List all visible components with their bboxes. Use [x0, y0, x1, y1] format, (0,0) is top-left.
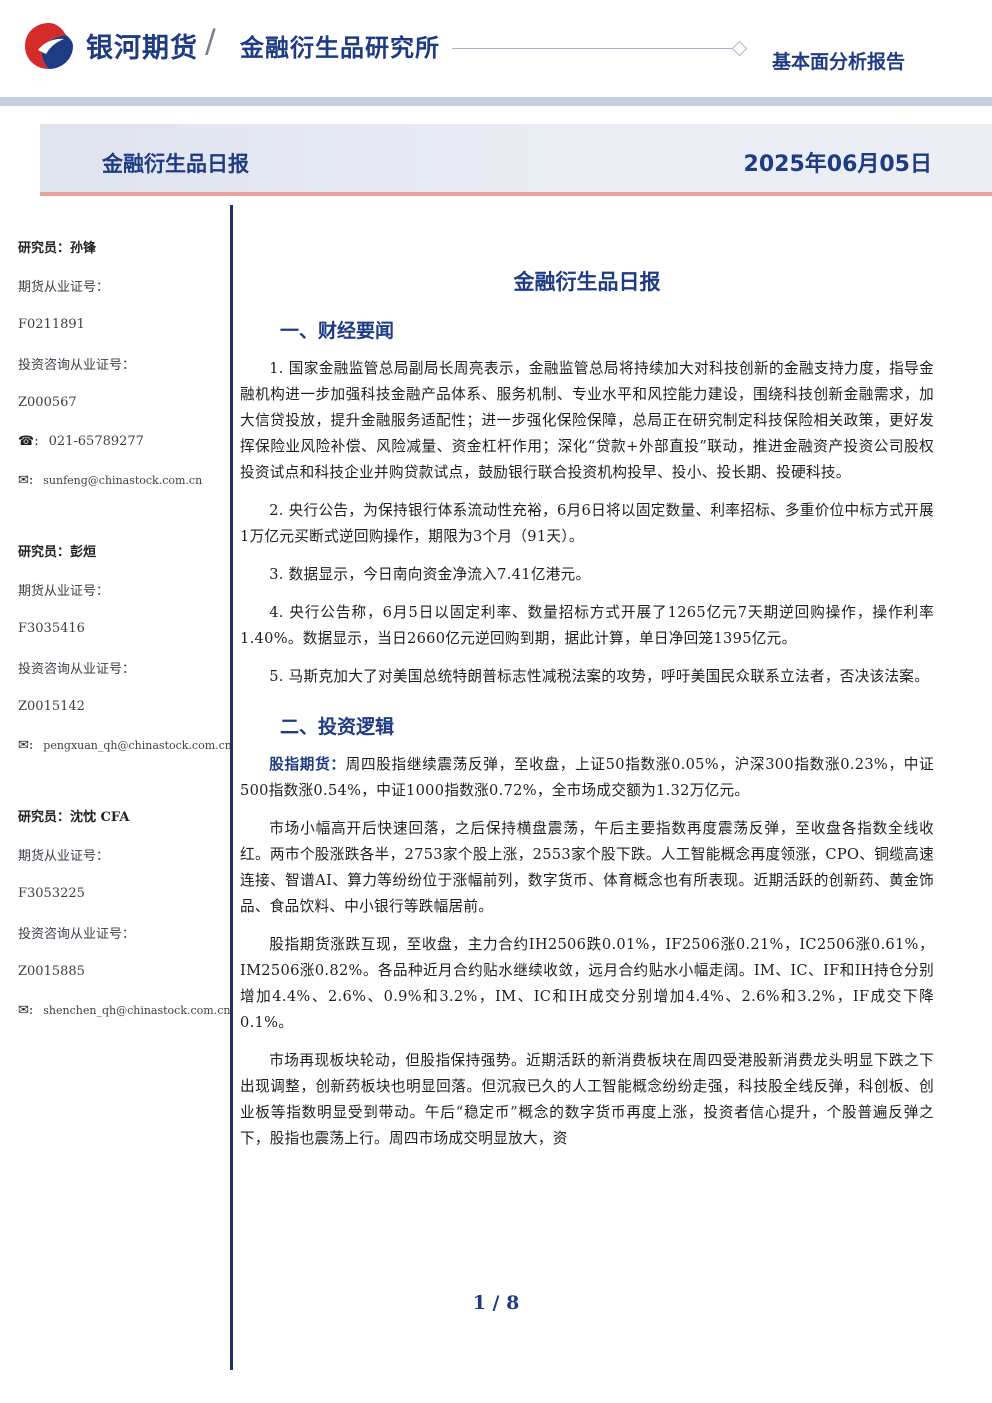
phone-number: 021-65789277: [48, 434, 144, 449]
email-link[interactable]: shenchen_qh@chinastock.com.cn: [43, 1004, 231, 1017]
email-row: ✉: shenchen_qh@chinastock.com.cn: [18, 991, 230, 1030]
consult-license-id: Z0015885: [18, 964, 85, 979]
sidebar-divider: [230, 205, 233, 1370]
futures-license-label: 期货从业证号：: [18, 280, 110, 295]
futures-license-id: F3053225: [18, 886, 85, 901]
page-number: 1 / 8: [472, 1292, 520, 1314]
logic-paragraph: 市场再现板块轮动，但股指保持强势。近期活跃的新消费板块在周四受港股新消费龙头明显…: [240, 1052, 934, 1147]
analyst-sidebar: 研究员：孙锋 期货从业证号： F0211891 投资咨询从业证号： Z00056…: [18, 227, 232, 1061]
email-row: ✉: pengxuan_qh@chinastock.com.cn: [18, 726, 232, 765]
section-heading-logic: 二、投资逻辑: [280, 716, 395, 738]
analyst-card: 研究员：彭烜 期货从业证号： F3035416 投资咨询从业证号： Z00151…: [18, 531, 232, 765]
galaxy-futures-logo-icon: [25, 23, 73, 69]
analyst-name: 研究员：孙锋: [18, 241, 97, 256]
logic-paragraph: 股指期货涨跌互现，至收盘，主力合约IH2506跌0.01%，IF2506涨0.2…: [240, 936, 934, 1031]
consult-license-label: 投资咨询从业证号：: [18, 927, 136, 942]
logic-paragraph: 市场小幅高开后快速回落，之后保持横盘震荡，午后主要指数再度震荡反弹，至收盘各指数…: [240, 820, 934, 915]
report-date: 2025年06月05日: [743, 152, 932, 177]
futures-license-label: 期货从业证号：: [18, 849, 110, 864]
consult-license-id: Z000567: [18, 395, 77, 410]
analyst-name: 研究员：彭烜: [18, 545, 97, 560]
report-body: 金融衍生品日报 一、财经要闻 1. 国家金融监管总局副局长周亮表示，金融监管总局…: [240, 262, 934, 1164]
phone-row: ☎: 021-65789277: [18, 422, 223, 461]
consult-license-id: Z0015142: [18, 699, 85, 714]
diamond-ornament-icon: [731, 40, 748, 57]
mail-icon: ✉:: [18, 738, 34, 753]
news-item: 3. 数据显示，今日南向资金净流入7.41亿港元。: [269, 566, 591, 583]
document-title: 金融衍生品日报: [513, 270, 661, 294]
phone-icon: ☎:: [18, 434, 39, 449]
email-link[interactable]: sunfeng@chinastock.com.cn: [43, 474, 203, 487]
email-row: ✉: sunfeng@chinastock.com.cn: [18, 461, 223, 500]
report-type: 基本面分析报告: [772, 51, 906, 73]
consult-license-label: 投资咨询从业证号：: [18, 662, 136, 677]
futures-license-label: 期货从业证号：: [18, 584, 110, 599]
analyst-card: 研究员：孙锋 期货从业证号： F0211891 投资咨询从业证号： Z00056…: [18, 227, 223, 500]
futures-license-id: F3035416: [18, 621, 85, 636]
brand-name: 银河期货: [86, 33, 198, 64]
index-futures-label: 股指期货：: [269, 756, 346, 773]
email-link[interactable]: pengxuan_qh@chinastock.com.cn: [43, 739, 232, 752]
news-item: 4. 央行公告称，6月5日以固定利率、数量招标方式开展了1265亿元7天期逆回购…: [240, 604, 934, 647]
futures-license-id: F0211891: [18, 317, 85, 332]
news-item: 2. 央行公告，为保持银行体系流动性充裕，6月6日将以固定数量、利率招标、多重价…: [240, 502, 934, 545]
analyst-name: 研究员：沈忱 CFA: [18, 810, 130, 825]
mail-icon: ✉:: [18, 473, 34, 488]
report-title: 金融衍生品日报: [102, 152, 249, 176]
consult-license-label: 投资咨询从业证号：: [18, 358, 136, 373]
news-item: 1. 国家金融监管总局副局长周亮表示，金融监管总局将持续加大对科技创新的金融支持…: [240, 360, 934, 481]
header-band: [0, 97, 992, 106]
analyst-card: 研究员：沈忱 CFA 期货从业证号： F3053225 投资咨询从业证号： Z0…: [18, 796, 230, 1030]
index-futures-text: 周四股指继续震荡反弹，至收盘，上证50指数涨0.05%，沪深300指数涨0.23…: [240, 756, 934, 799]
brand-divider: /: [205, 22, 216, 60]
news-item: 5. 马斯克加大了对美国总统特朗普标志性减税法案的攻势，呼吁美国民众联系立法者，…: [269, 668, 930, 685]
section-heading-news: 一、财经要闻: [280, 320, 395, 342]
header-divider-line: [452, 48, 734, 49]
title-band: 金融衍生品日报 2025年06月05日: [40, 124, 992, 196]
index-futures-summary: 股指期货：周四股指继续震荡反弹，至收盘，上证50指数涨0.05%，沪深300指数…: [240, 752, 934, 804]
mail-icon: ✉:: [18, 1003, 34, 1018]
institute-name: 金融衍生品研究所: [240, 34, 440, 62]
